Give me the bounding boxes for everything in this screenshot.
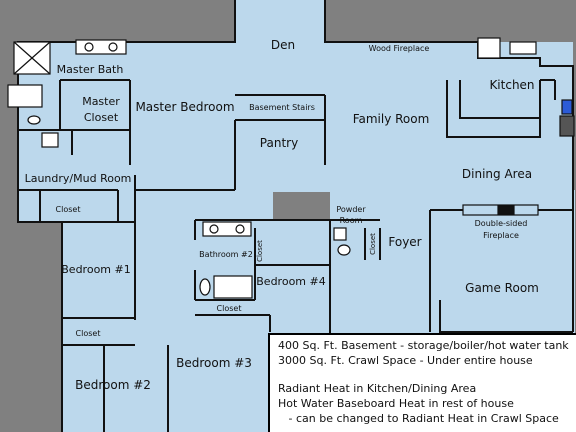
info-box: 400 Sq. Ft. Basement - storage/boiler/ho… xyxy=(268,333,576,432)
powder-sink-icon xyxy=(333,227,347,241)
label-double-sided-2: Fireplace xyxy=(483,231,519,240)
label-pantry: Pantry xyxy=(260,136,298,150)
laundry-sink-icon xyxy=(41,132,59,148)
label-closet-bed4: Closet xyxy=(217,304,242,313)
master-tub-icon xyxy=(7,84,43,108)
label-family-room: Family Room xyxy=(353,112,430,126)
powder-toilet-icon xyxy=(337,244,351,256)
label-bedroom2: Bedroom #2 xyxy=(75,378,151,392)
walls xyxy=(17,0,574,432)
label-game-room: Game Room xyxy=(465,281,539,295)
label-bedroom1: Bedroom #1 xyxy=(61,263,130,276)
bath2-toilet-icon xyxy=(199,278,211,296)
label-kitchen: Kitchen xyxy=(489,78,534,92)
label-bedroom3: Bedroom #3 xyxy=(176,356,252,370)
fridge-icon xyxy=(559,115,575,137)
label-den: Den xyxy=(271,38,295,52)
info-line-1: 400 Sq. Ft. Basement - storage/boiler/ho… xyxy=(278,339,569,352)
label-powder-2: Room xyxy=(340,216,363,225)
master-vanity-icon xyxy=(75,39,127,55)
label-wood-fireplace: Wood Fireplace xyxy=(369,44,430,53)
info-line-4: Hot Water Baseboard Heat in rest of hous… xyxy=(278,397,514,410)
label-laundry: Laundry/Mud Room xyxy=(25,172,132,185)
label-double-sided-1: Double-sided xyxy=(475,219,528,228)
label-bedroom4: Bedroom #4 xyxy=(256,275,325,288)
label-basement-stairs: Basement Stairs xyxy=(249,103,315,112)
label-master-closet-1: Master xyxy=(82,95,120,108)
label-master-closet-2: Closet xyxy=(84,111,119,124)
master-toilet-icon xyxy=(27,115,41,125)
label-closet-bed2: Closet xyxy=(76,329,101,338)
info-line-2: 3000 Sq. Ft. Crawl Space - Under entire … xyxy=(278,354,533,367)
label-closet-foyer: Closet xyxy=(369,233,377,255)
label-dining-area: Dining Area xyxy=(462,167,532,181)
label-closet-laundry: Closet xyxy=(56,205,81,214)
fixtures xyxy=(7,37,575,299)
bath2-tub-icon xyxy=(213,275,253,299)
sink-icon xyxy=(509,41,537,55)
label-powder-1: Powder xyxy=(336,205,366,214)
label-closet-bath2: Closet xyxy=(256,240,264,262)
label-foyer: Foyer xyxy=(388,235,421,249)
range-icon xyxy=(477,37,501,59)
label-master-bedroom: Master Bedroom xyxy=(135,100,234,114)
label-bathroom2: Bathroom #2 xyxy=(199,250,253,259)
window-icon xyxy=(561,99,573,115)
room-labels: Den Wood Fireplace Master Bath Master Cl… xyxy=(25,38,539,392)
info-line-5: - can be changed to Radiant Heat in Craw… xyxy=(278,412,559,425)
info-line-3: Radiant Heat in Kitchen/Dining Area xyxy=(278,382,477,395)
label-master-bath: Master Bath xyxy=(57,63,124,76)
